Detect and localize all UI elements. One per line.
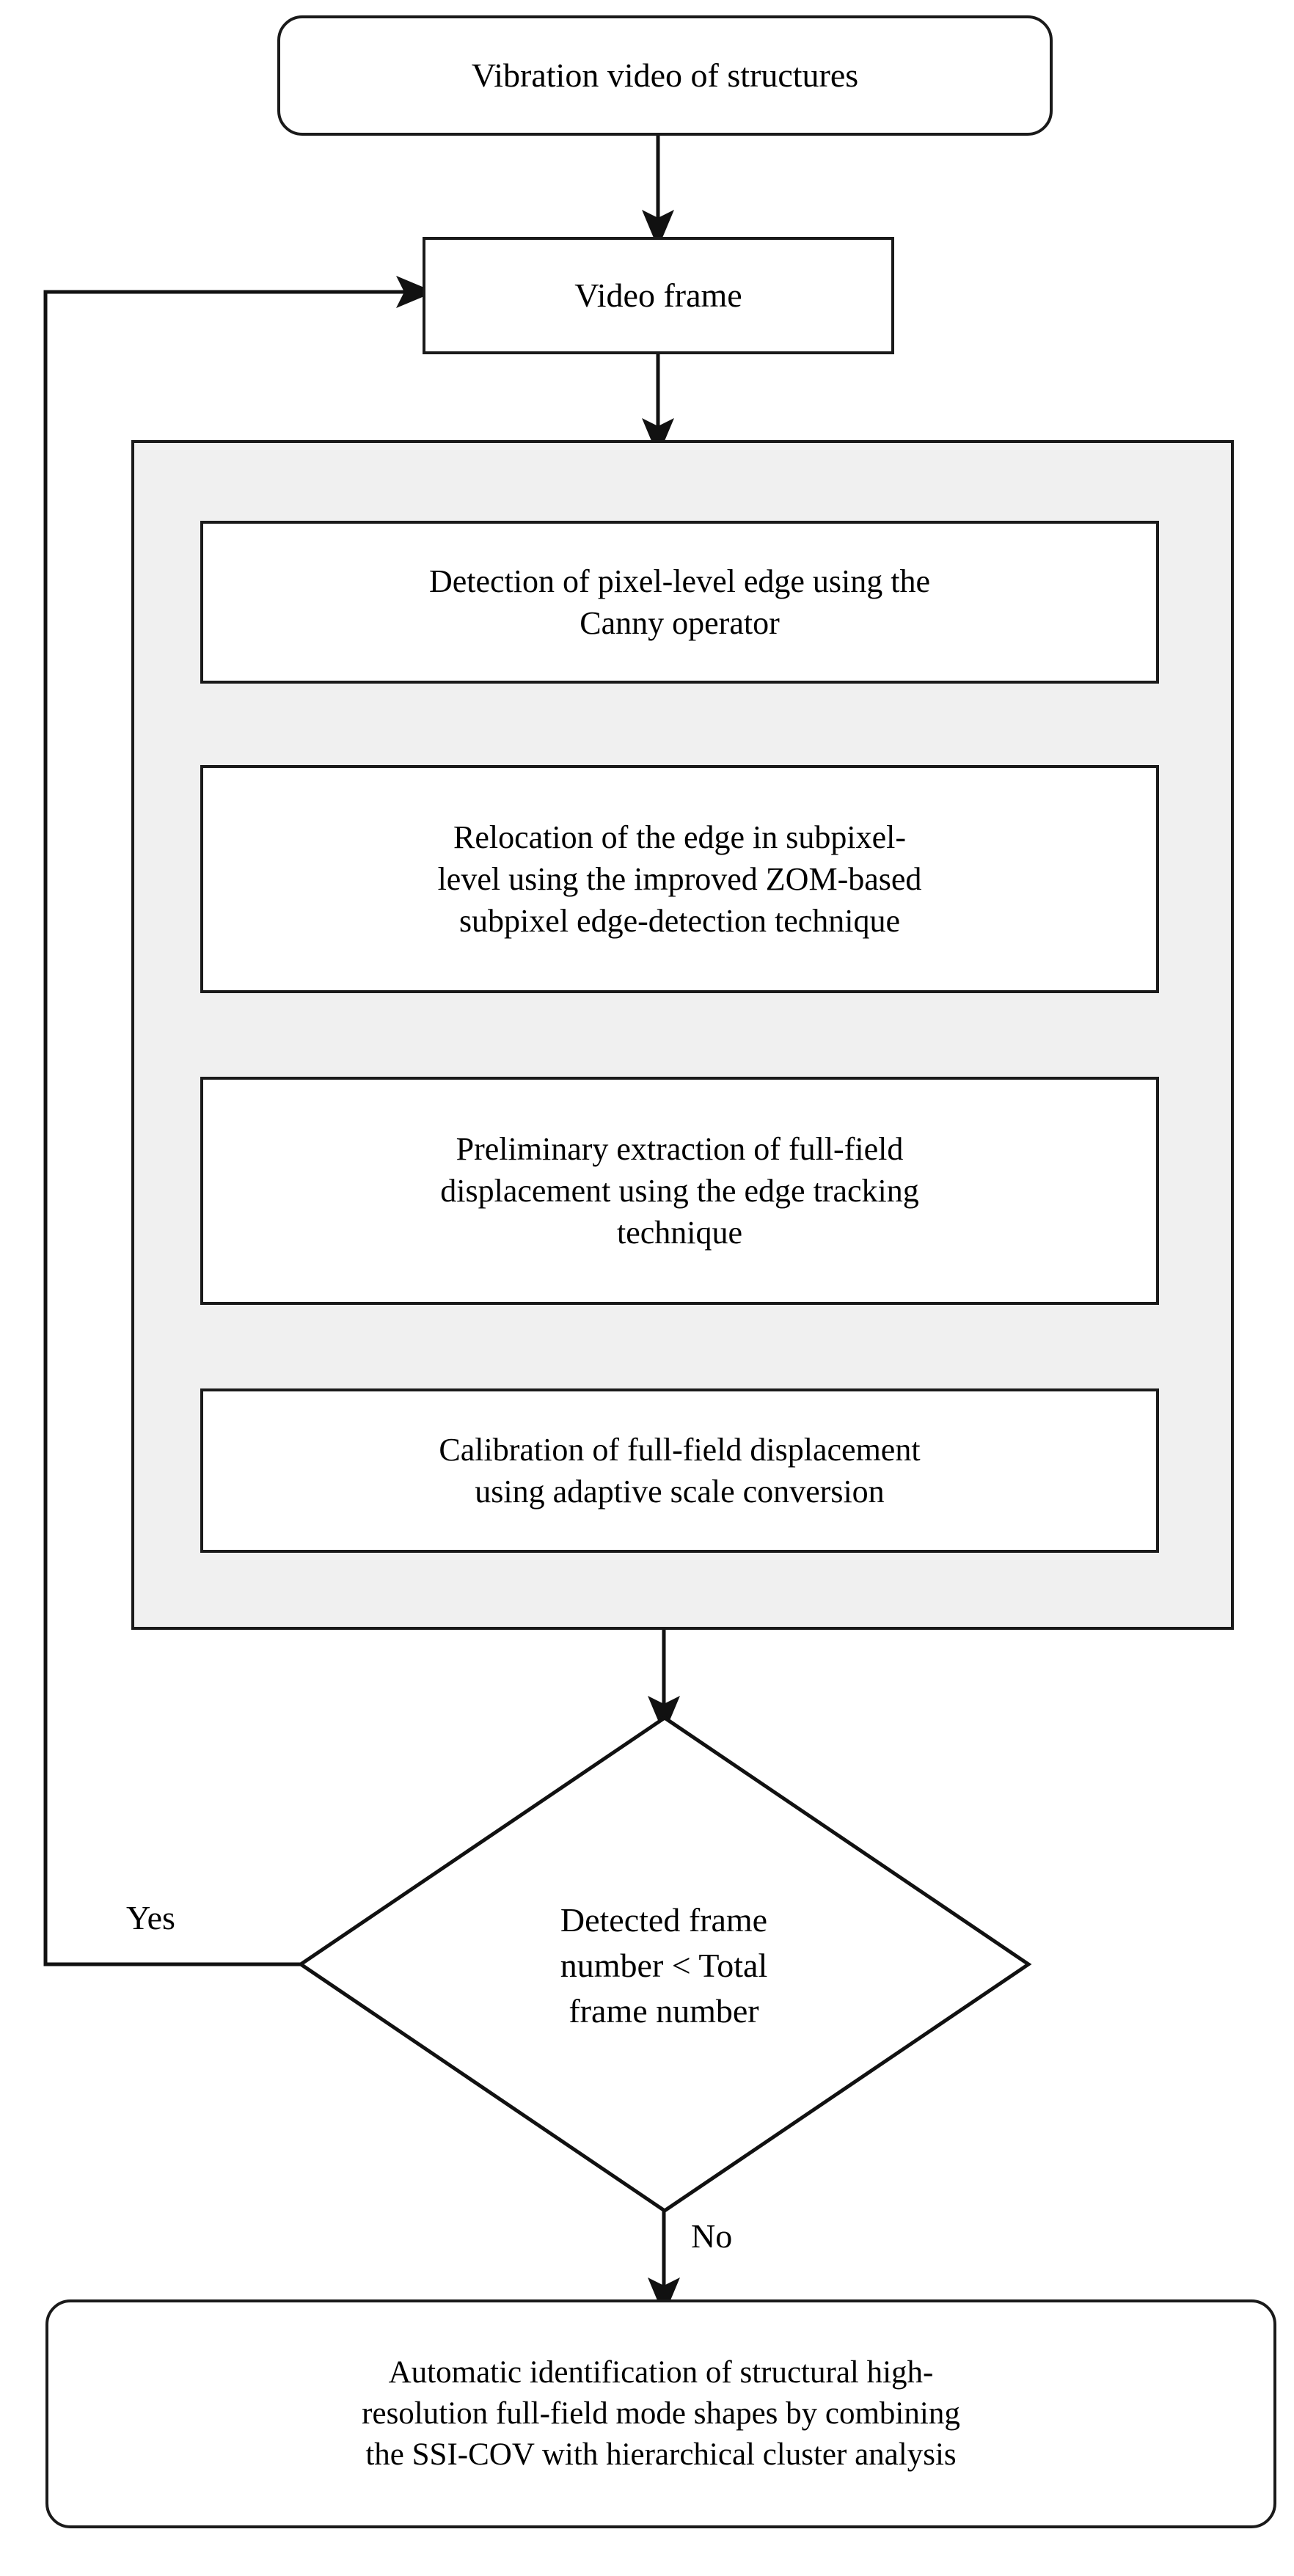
edge-label-yes: Yes	[126, 1899, 175, 1936]
node-step-displacement-extraction-label: Preliminary extraction of full-field dis…	[440, 1130, 919, 1251]
node-step-canny-edge-detection[interactable]: Detection of pixel-level edge using the …	[200, 521, 1159, 684]
node-decision-frame-count[interactable]	[296, 1713, 1033, 2215]
node-end-modal-identification[interactable]: Automatic identification of structural h…	[45, 2299, 1276, 2528]
node-end-modal-identification-label: Automatic identification of structural h…	[362, 2355, 960, 2472]
node-step-subpixel-relocation-label: Relocation of the edge in subpixel- leve…	[437, 819, 922, 940]
node-step-calibration[interactable]: Calibration of full-field displacement u…	[200, 1388, 1159, 1553]
node-step-calibration-label: Calibration of full-field displacement u…	[439, 1431, 921, 1510]
node-start-label: Vibration video of structures	[471, 56, 859, 95]
node-video-frame-label: Video frame	[574, 277, 742, 315]
edge-label-no: No	[691, 2217, 733, 2255]
node-decision-frame-count-label: Detected frame number < Total frame numb…	[560, 1900, 768, 2030]
node-video-frame[interactable]: Video frame	[423, 237, 894, 354]
node-step-subpixel-relocation[interactable]: Relocation of the edge in subpixel- leve…	[200, 765, 1159, 993]
node-start[interactable]: Vibration video of structures	[277, 15, 1053, 136]
node-step-displacement-extraction[interactable]: Preliminary extraction of full-field dis…	[200, 1077, 1159, 1305]
node-step-canny-edge-detection-label: Detection of pixel-level edge using the …	[429, 563, 930, 641]
decision-diamond-shape	[297, 1715, 1032, 2214]
